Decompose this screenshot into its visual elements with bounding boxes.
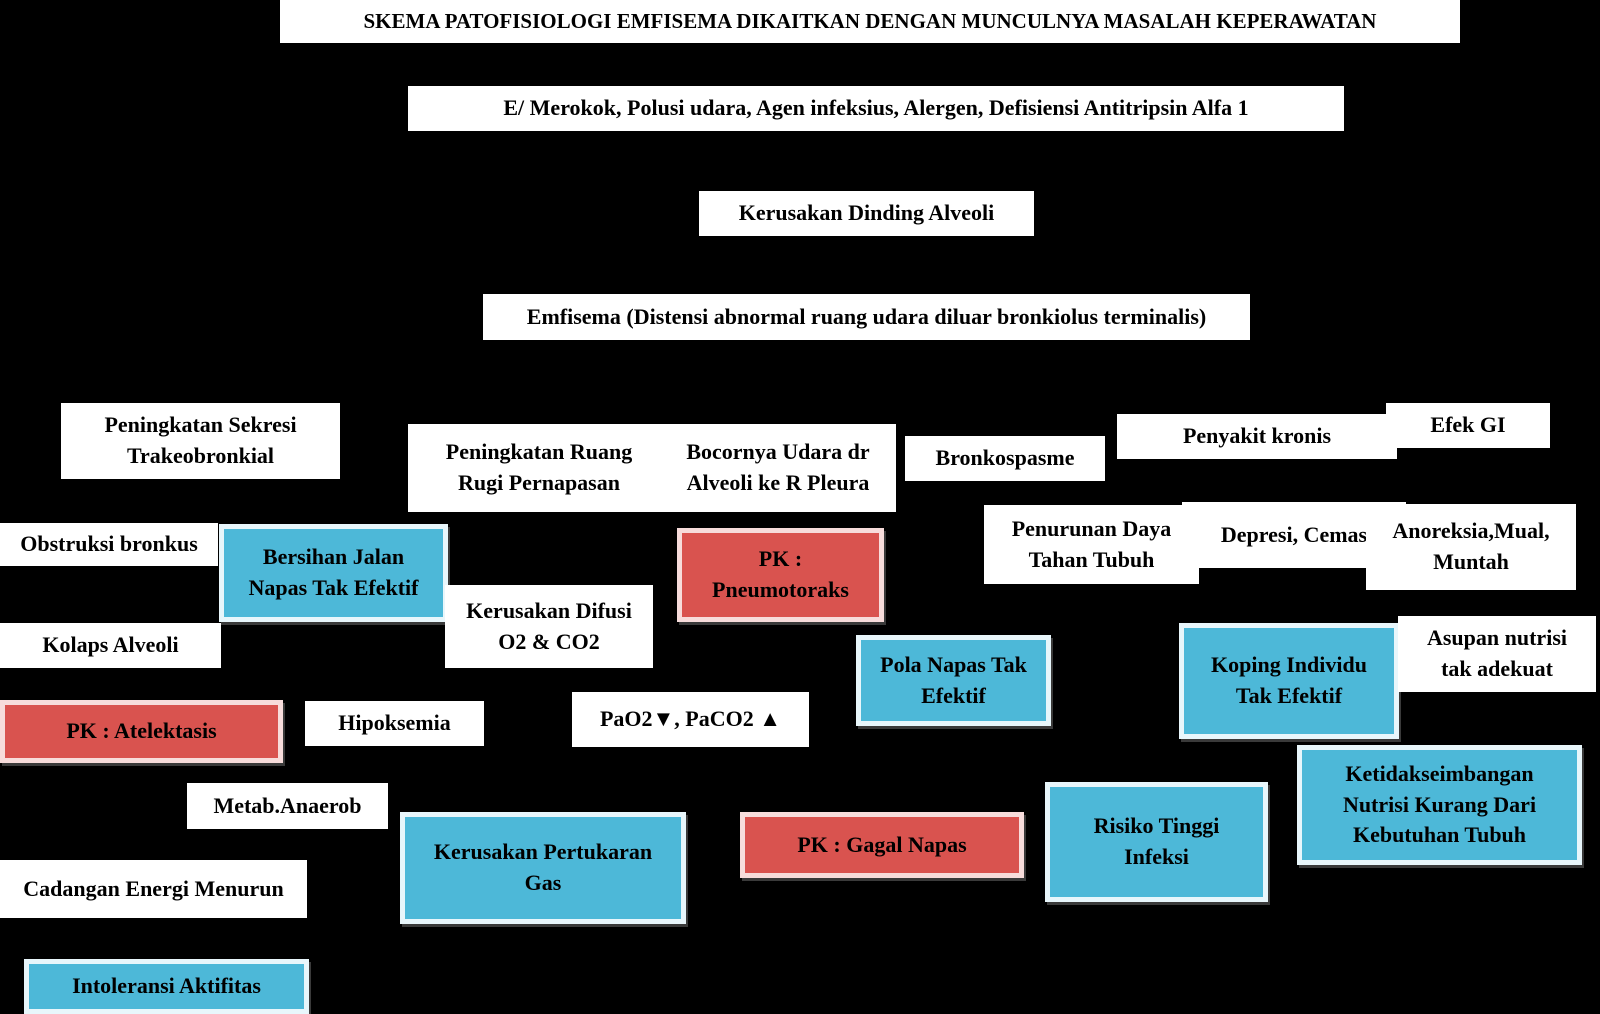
nutrition-intake-box: Asupan nutrisi tak adekuat (1398, 616, 1596, 692)
blood-gas-box: PaO2▼, PaCO2 ▲ (572, 692, 809, 747)
hypoxemia-box: Hipoksemia (305, 701, 484, 746)
nutrition-problem: Ketidakseimbangan Nutrisi Kurang Dari Ke… (1297, 745, 1582, 865)
infection-problem: Risiko Tinggi Infeksi (1045, 782, 1268, 902)
immunity-box: Penurunan Daya Tahan Tubuh (984, 505, 1199, 584)
bronchospasm-box: Bronkospasme (905, 436, 1105, 481)
chronic-disease-box: Penyakit kronis (1117, 414, 1397, 459)
activity-intolerance-problem: Intoleransi Aktifitas (24, 959, 309, 1014)
air-leak-box: Bocornya Udara dr Alveoli ke R Pleura (660, 424, 896, 512)
secretion-box: Peningkatan Sekresi Trakeobronkial (61, 403, 340, 479)
breathing-pattern-problem: Pola Napas Tak Efektif (856, 635, 1051, 726)
obstruction-box: Obstruksi bronkus (0, 523, 218, 566)
airway-clearance-problem: Bersihan Jalan Napas Tak Efektif (219, 524, 448, 622)
coping-problem: Koping Individu Tak Efektif (1179, 623, 1399, 739)
emphysema-box: Emfisema (Distensi abnormal ruang udara … (483, 294, 1250, 340)
etiology-box: E/ Merokok, Polusi udara, Agen infeksius… (408, 86, 1344, 131)
collapse-box: Kolaps Alveoli (0, 623, 221, 668)
alveolar-damage-box: Kerusakan Dinding Alveoli (699, 191, 1034, 236)
respiratory-failure-problem: PK : Gagal Napas (740, 812, 1024, 878)
atelectasis-problem: PK : Atelektasis (0, 700, 283, 763)
diffusion-box: Kerusakan Difusi O2 & CO2 (445, 585, 653, 668)
anaerob-box: Metab.Anaerob (187, 783, 388, 829)
pneumothorax-problem: PK : Pneumotoraks (677, 528, 884, 622)
page-title: SKEMA PATOFISIOLOGI EMFISEMA DIKAITKAN D… (280, 0, 1460, 43)
anorexia-box: Anoreksia,Mual, Muntah (1366, 504, 1576, 590)
energy-box: Cadangan Energi Menurun (0, 860, 307, 918)
dead-space-box: Peningkatan Ruang Rugi Pernapasan (408, 424, 670, 512)
gas-exchange-problem: Kerusakan Pertukaran Gas (400, 812, 686, 924)
gi-effect-box: Efek GI (1386, 403, 1550, 448)
